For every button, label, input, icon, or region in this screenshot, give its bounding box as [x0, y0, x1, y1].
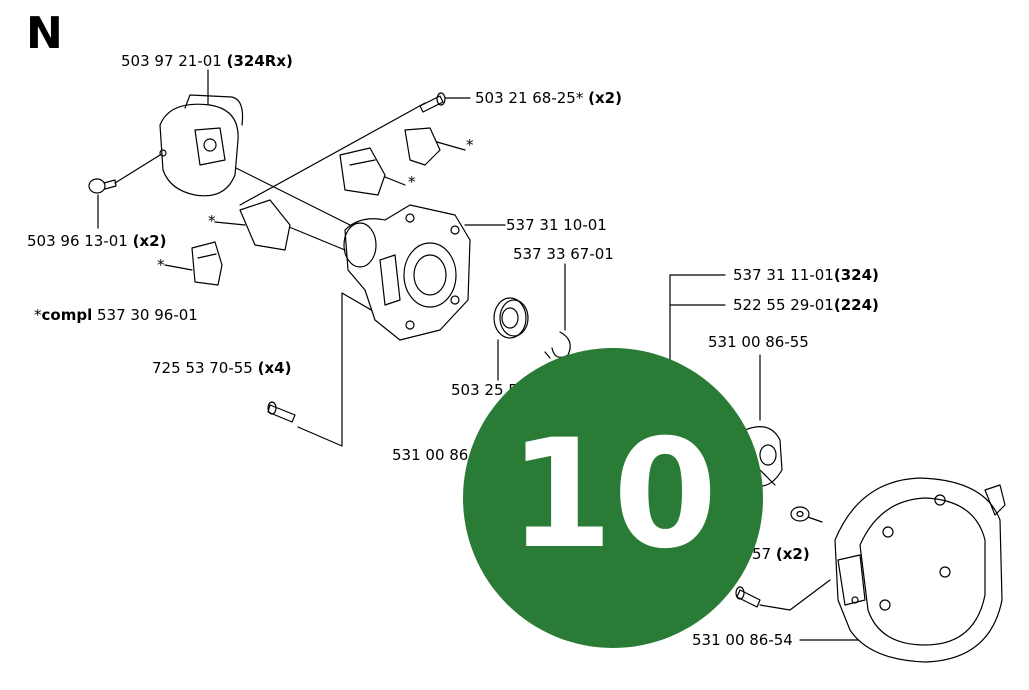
assembly-line-3	[239, 102, 426, 206]
part-label-725537055: 725 53 70-55 (x4)	[152, 361, 291, 376]
part-number: 503 21 68-25*	[475, 89, 589, 107]
badge-number: 10	[508, 408, 718, 582]
part-note: (324Rx)	[226, 52, 293, 70]
bearing-part	[493, 297, 529, 339]
leader-asterisk-4	[164, 264, 193, 271]
part-number: 503 97 21-01	[121, 52, 227, 70]
screw-part-lower-left	[267, 401, 296, 423]
leader-725537055	[297, 292, 386, 447]
part-label-57x2: 57 (x2)	[752, 547, 810, 562]
part-number: 537 31 10-01	[506, 216, 607, 234]
screw-part-lower-right	[735, 586, 761, 608]
section-letter: N	[26, 8, 63, 59]
part-note: (x2)	[132, 232, 167, 250]
clamp-bracket-top	[339, 127, 441, 196]
part-note: (x4)	[257, 359, 292, 377]
part-label-537311101: 537 31 11-01(324)	[733, 268, 879, 283]
part-label-compl: *compl 537 30 96-01	[34, 308, 198, 323]
part-number: 522 55 29-01	[733, 296, 834, 314]
page-number-badge: 10	[463, 348, 763, 648]
asterisk-marker-3: *	[208, 212, 216, 230]
asterisk-marker-2: *	[408, 173, 416, 191]
part-number: 725 53 70-55	[152, 359, 258, 377]
part-number: 503 96 13-01	[27, 232, 133, 250]
part-note: (x2)	[588, 89, 622, 107]
part-number: 537 31 11-01	[733, 266, 834, 284]
gear-housing-part	[343, 204, 471, 341]
part-number: 57	[752, 545, 776, 563]
part-label-537336701: 537 33 67-01	[513, 247, 614, 262]
part-number: 531 00 86-55	[708, 333, 809, 351]
screw-part-left	[88, 178, 117, 194]
part-number: 537 30 96-01	[92, 306, 198, 324]
part-label-53100866: 531 00 86	[392, 448, 468, 463]
part-note: (324)	[833, 266, 879, 284]
part-note: (x2)	[775, 545, 810, 563]
part-note: (224)	[833, 296, 879, 314]
leader-537311101	[669, 274, 726, 361]
washer-part	[790, 506, 810, 522]
clamp-housing-part	[159, 94, 244, 197]
part-label-537311001: 537 31 10-01	[506, 218, 607, 233]
part-number: 531 00 86-54	[692, 631, 793, 649]
part-label-531008655: 531 00 86-55	[708, 335, 809, 350]
part-label-50325: 503 25 5	[451, 383, 518, 398]
protective-cover-part	[834, 477, 1006, 663]
leader-asterisk-3	[214, 221, 246, 226]
assembly-line-1	[114, 154, 161, 184]
asterisk-prefix: *	[34, 306, 42, 324]
asterisk-marker-4: *	[157, 256, 165, 274]
part-label-522552901: 522 55 29-01(224)	[733, 298, 879, 313]
compl-word: compl	[41, 306, 93, 324]
part-label-503961301: 503 96 13-01 (x2)	[27, 234, 166, 249]
screw-part-top	[419, 92, 446, 113]
part-number: 531 00 86	[392, 446, 469, 464]
part-number: 537 33 67-01	[513, 245, 614, 263]
clamp-left-parts	[191, 199, 291, 286]
asterisk-marker-1: *	[466, 136, 474, 154]
leader-screw-right	[759, 579, 831, 611]
part-number: 503 25 5	[451, 381, 518, 399]
part-label-531008654: 531 00 86-54	[692, 633, 793, 648]
part-label-503972101: 503 97 21-01 (324Rx)	[121, 54, 293, 69]
part-label-503216825: 503 21 68-25* (x2)	[475, 91, 622, 106]
